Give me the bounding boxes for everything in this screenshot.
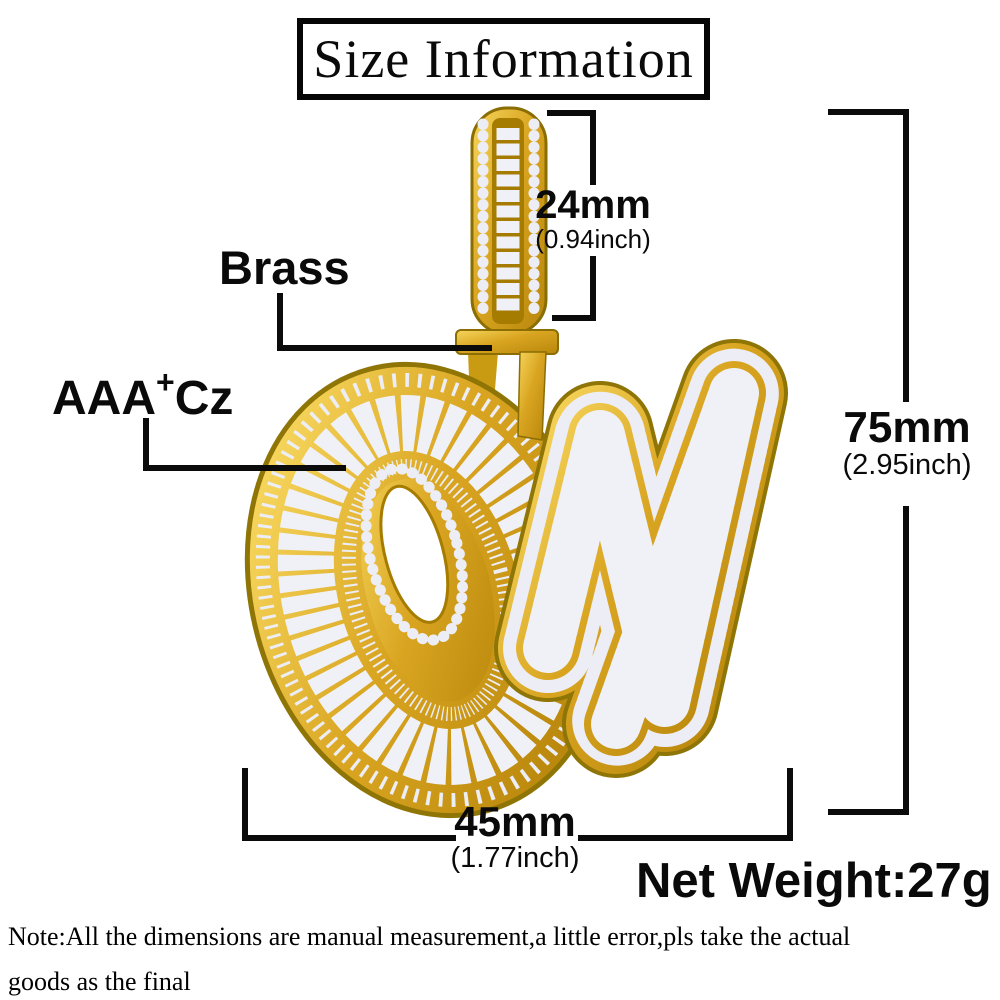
- note-line-2: goods as the final: [8, 967, 191, 996]
- pendant-bail-leg: [517, 351, 547, 441]
- stone-grade-label: AAA+Cz: [52, 364, 234, 426]
- measurement-width-inch: (1.77inch): [450, 841, 580, 874]
- stone-grade-rest: Cz: [174, 372, 234, 425]
- note-line-1: Note:All the dimensions are manual measu…: [8, 922, 851, 951]
- material-label: Brass: [219, 240, 350, 295]
- measurement-pendant-height: 75mm (2.95inch): [827, 403, 987, 481]
- stone-grade-base: AAA: [52, 372, 156, 425]
- measurement-height-mm: 75mm: [843, 403, 971, 452]
- page-title-text: Size Information: [313, 29, 694, 89]
- stone-grade-plus: +: [156, 364, 175, 400]
- net-weight-text: Net Weight:27g: [636, 854, 992, 908]
- material-label-text: Brass: [219, 241, 350, 294]
- page-title: Size Information: [297, 18, 710, 100]
- measurement-bail-inch: (0.94inch): [535, 223, 651, 254]
- pendant-bail: [470, 106, 548, 336]
- measurement-width-mm: 45mm: [454, 798, 576, 845]
- dimension-lines: [143, 109, 909, 841]
- net-weight-label: Net Weight:27g: [636, 853, 992, 909]
- pendant-letter-strokes: [494, 339, 788, 778]
- measurement-height-inch: (2.95inch): [842, 448, 972, 481]
- pointer-cz: [143, 418, 346, 471]
- bracket-75mm: [828, 109, 909, 815]
- measurement-bail-mm: 24mm: [535, 183, 651, 227]
- measurement-pendant-width: 45mm (1.77inch): [440, 798, 590, 874]
- bracket-45mm: [242, 768, 793, 841]
- pointer-brass: [277, 293, 492, 351]
- bracket-24mm: [547, 110, 596, 321]
- measurement-bail-height: 24mm (0.94inch): [518, 185, 668, 252]
